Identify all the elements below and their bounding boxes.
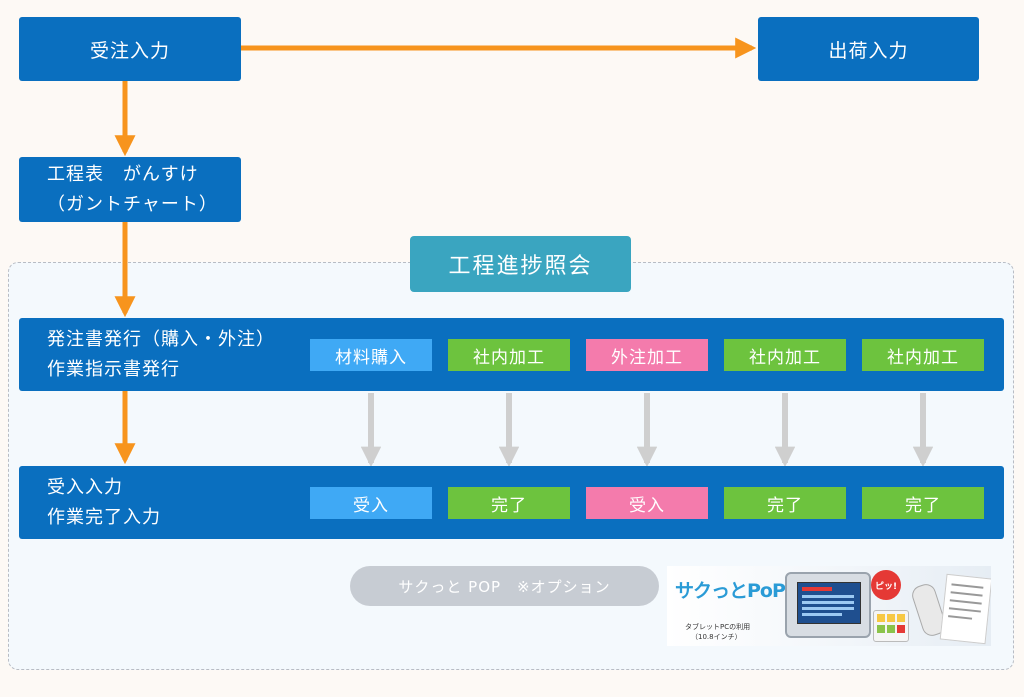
issue-line2: 作業指示書発行 xyxy=(47,358,180,380)
process-chip-inhouse: 社内加工 xyxy=(448,339,570,371)
pop-caption-line2: （10.8インチ） xyxy=(691,633,742,641)
result-chip-done: 完了 xyxy=(448,487,570,519)
result-chip-done: 完了 xyxy=(862,487,984,519)
schedule-line1: 工程表 がんすけ xyxy=(47,163,199,185)
complete-line2: 作業完了入力 xyxy=(47,506,161,528)
process-chip-outsource: 外注加工 xyxy=(586,339,708,371)
pop-product-banner: サクっとPoP タブレットPCの利用 （10.8インチ） ピッ! xyxy=(667,566,991,646)
pop-logo: サクっとPoP xyxy=(675,580,786,602)
tablet-icon xyxy=(785,572,871,638)
issue-line1: 発注書発行（購入・外注） xyxy=(47,328,275,350)
shipping-entry-node: 出荷入力 xyxy=(758,17,979,81)
result-chip-done: 完了 xyxy=(724,487,846,519)
schedule-node: 工程表 がんすけ （ガントチャート） xyxy=(19,157,241,222)
document-icon xyxy=(939,573,991,645)
process-chip-inhouse: 社内加工 xyxy=(862,339,984,371)
schedule-line2: （ガントチャート） xyxy=(47,193,218,215)
order-entry-node: 受注入力 xyxy=(19,17,241,81)
pop-option-pill: サクっと POP ※オプション xyxy=(350,566,659,606)
complete-line1: 受入入力 xyxy=(47,476,123,498)
keypad-icon xyxy=(873,610,909,642)
progress-inquiry-title: 工程進捗照会 xyxy=(410,236,631,292)
result-chip-received: 受入 xyxy=(310,487,432,519)
pop-caption-line1: タブレットPCの利用 xyxy=(685,623,751,631)
result-chip-received: 受入 xyxy=(586,487,708,519)
process-chip-inhouse: 社内加工 xyxy=(724,339,846,371)
process-chip-material: 材料購入 xyxy=(310,339,432,371)
beep-badge: ピッ! xyxy=(871,570,901,600)
